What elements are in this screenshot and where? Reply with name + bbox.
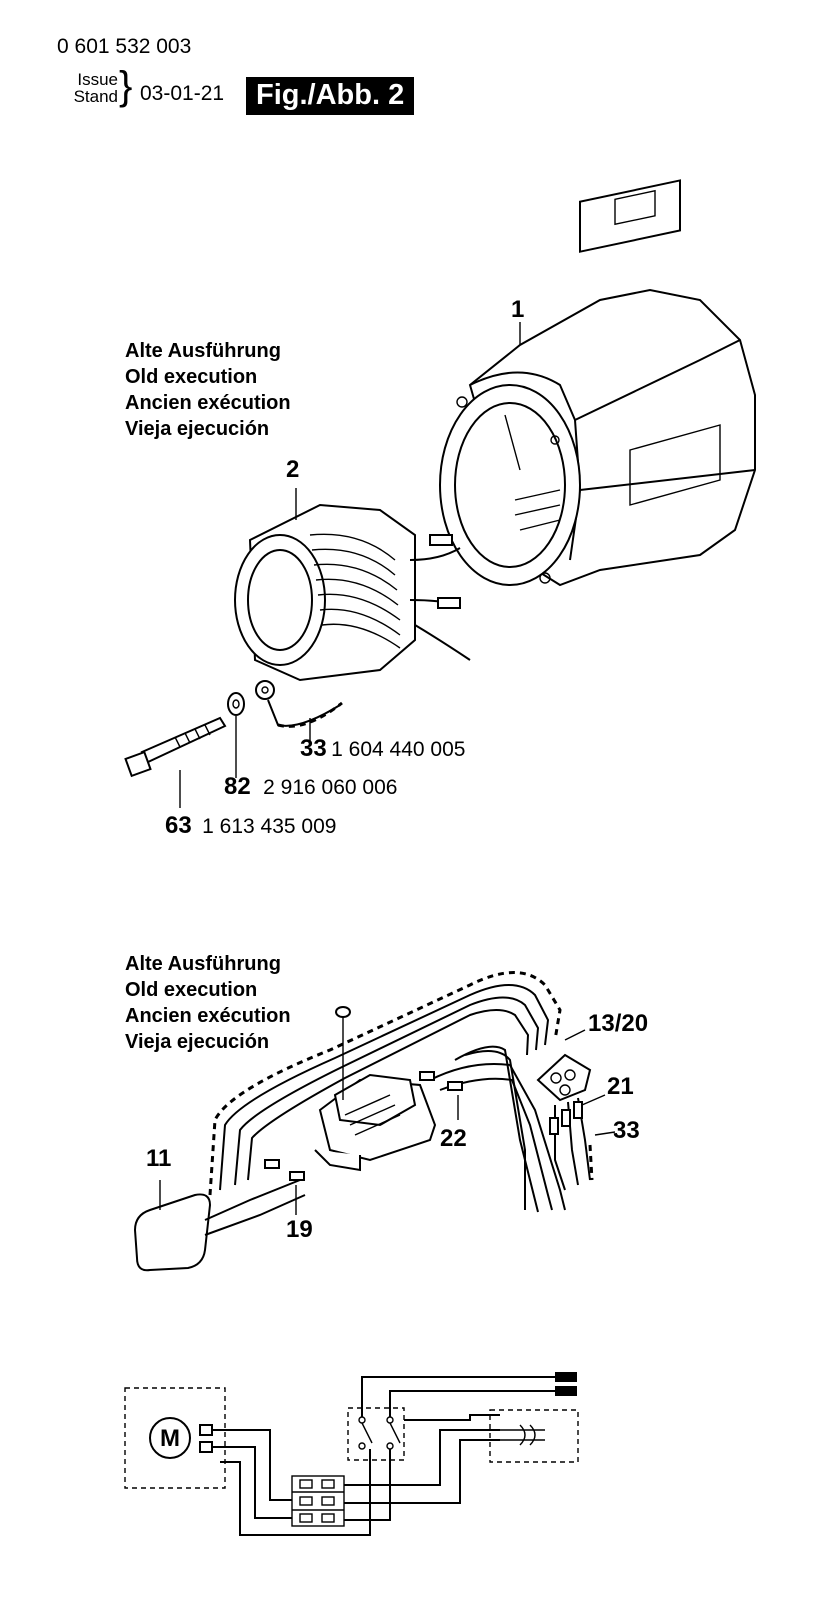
part-82-label: 82 2 916 060 006: [224, 773, 397, 801]
callout-1: 1: [511, 296, 525, 323]
brace-glyph: }: [119, 64, 133, 108]
old-execution-note-middle: Alte Ausführung Old execution Ancien exé…: [125, 951, 291, 1055]
part-63-label: 63 1 613 435 009: [165, 812, 336, 840]
callout-21: 21: [607, 1073, 634, 1100]
part-number-33: 1 604 440 005: [331, 738, 466, 761]
document-number: 0 601 532 003: [57, 35, 192, 58]
issue-date: 03-01-21: [140, 82, 225, 105]
callout-22: 22: [440, 1125, 467, 1152]
callout-82: 82: [224, 773, 251, 800]
note-fr-2: Ancien exécution: [125, 1005, 291, 1027]
part-number-63: 1 613 435 009: [202, 815, 337, 838]
note-fr: Ancien exécution: [125, 392, 291, 414]
callout-33: 33: [300, 735, 327, 762]
callout-13-20: 13/20: [588, 1010, 649, 1037]
callout-63: 63: [165, 812, 192, 839]
old-execution-note-top: Alte Ausführung Old execution Ancien exé…: [125, 338, 291, 442]
motor-housing-drawing: [439, 179, 756, 587]
part-33-label: 33 1 604 440 005: [300, 735, 465, 763]
callout-33-wiring: 33: [613, 1117, 640, 1144]
callout-2: 2: [286, 456, 300, 483]
note-es: Vieja ejecución: [125, 418, 270, 440]
motor-symbol-label: M: [160, 1425, 180, 1452]
issue-label: Issue: [77, 70, 118, 89]
note-en-2: Old execution: [125, 979, 258, 1001]
part-number-82: 2 916 060 006: [263, 776, 398, 799]
note-de-2: Alte Ausführung: [125, 953, 281, 975]
field-coil-drawing: [234, 503, 471, 682]
callout-11: 11: [146, 1145, 172, 1172]
circuit-schematic-drawing: [124, 1372, 579, 1536]
note-en: Old execution: [125, 366, 258, 388]
screw-washer-lug-drawing: [124, 680, 343, 808]
figure-label: Fig./Abb. 2: [246, 77, 415, 115]
wiring-assembly-drawing: [133, 971, 616, 1272]
callout-19: 19: [286, 1216, 313, 1243]
note-de: Alte Ausführung: [125, 340, 281, 362]
stand-label: Stand: [73, 87, 118, 106]
note-es-2: Vieja ejecución: [125, 1031, 270, 1053]
issue-label-group: Issue Stand: [52, 71, 118, 105]
